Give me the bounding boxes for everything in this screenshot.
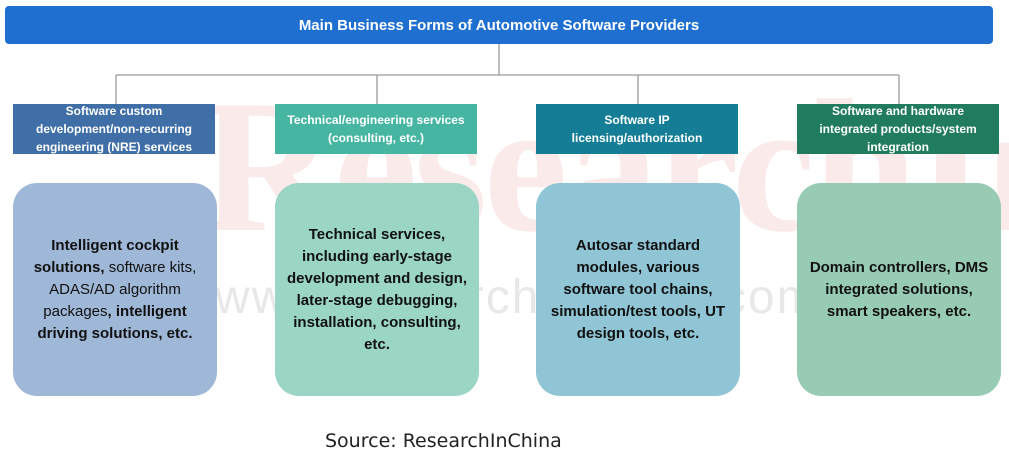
category-engineering-services: Technical/engineering services (consulti…: [275, 104, 477, 154]
source-note: Source: ResearchInChina: [325, 430, 562, 452]
category-integrated-products: Software and hardware integrated product…: [797, 104, 999, 154]
card-integrated-text: Domain controllers, DMS integrated solut…: [809, 258, 989, 320]
category-nre-services: Software custom development/non-recurrin…: [13, 104, 215, 154]
card-nre-p3: ,: [107, 302, 116, 320]
card-integrated-products: Domain controllers, DMS integrated solut…: [797, 183, 1001, 396]
card-nre-p2: software kits, ADAS/AD algorithm package…: [43, 258, 197, 320]
card-ip-licensing: Autosar standard modules, various softwa…: [536, 183, 740, 396]
card-nre-services: Intelligent cockpit solutions, software …: [13, 183, 217, 396]
diagram-title: Main Business Forms of Automotive Softwa…: [5, 6, 993, 44]
card-nre-p1: Intelligent cockpit solutions,: [33, 236, 179, 276]
card-engineering-text: Technical services, including early-stag…: [286, 225, 468, 353]
category-ip-licensing: Software IP licensing/authorization: [536, 104, 738, 154]
card-nre-services-text: Intelligent cockpit solutions, software …: [23, 235, 207, 345]
card-ip-licensing-text: Autosar standard modules, various softwa…: [550, 236, 726, 342]
card-engineering-services: Technical services, including early-stag…: [275, 183, 479, 396]
card-nre-p4: intelligent driving solutions, etc.: [37, 302, 193, 342]
